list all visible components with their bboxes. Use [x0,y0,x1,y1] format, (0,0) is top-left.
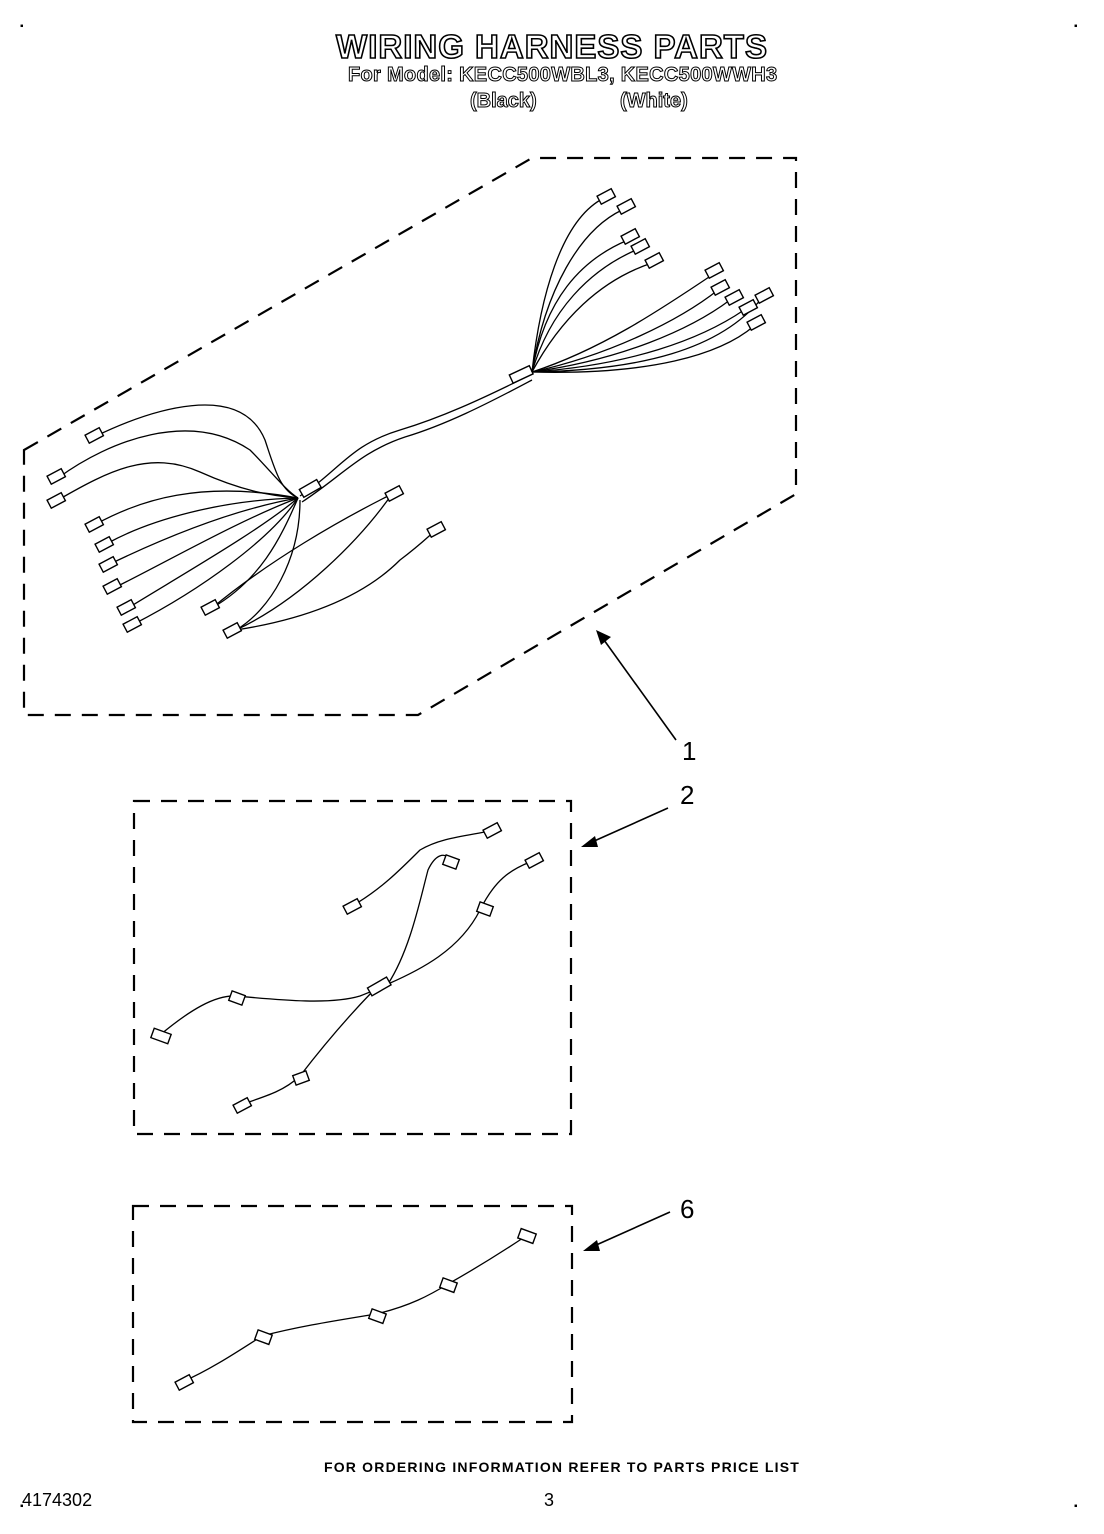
harness-part-2 [149,821,545,1115]
terminal-icon [342,897,363,916]
terminal-icon [754,286,775,305]
ordering-note: FOR ORDERING INFORMATION REFER TO PARTS … [323,1459,801,1475]
terminal-icon [98,555,119,574]
terminal-icon [102,577,123,596]
part-1-frame [22,156,798,717]
terminal-icon [516,1227,538,1245]
model-line: For Model: KECC500WBL3, KECC500WWH3 [347,64,778,87]
terminal-icon [644,251,665,270]
leader-arrow-6 [583,1211,671,1251]
terminal-icon [738,298,759,317]
terminal-icon [46,491,67,510]
part-2-frame [132,799,573,1136]
terminal-icon [200,598,221,617]
page-number: 3 [544,1490,555,1510]
terminal-icon [122,615,143,634]
terminal-icon [704,261,725,280]
callout-1: 1 [682,736,697,766]
terminal-icon [94,535,115,554]
terminal-icon [710,278,731,297]
terminal-icon [46,467,67,486]
terminal-icon [630,237,651,256]
terminal-icon [596,187,617,206]
terminal-icon [232,1096,253,1115]
callout-2: 2 [680,780,695,810]
leader-arrow-2 [581,807,669,847]
variant-white: (White) [620,90,689,113]
document-number: 4174302 [22,1490,93,1510]
terminal-icon [116,598,137,617]
harness-part-1 [46,187,775,640]
callout-6: 6 [680,1194,695,1224]
terminal-icon [616,197,637,216]
terminal-icon [524,851,545,870]
harness-sleeve [366,976,392,997]
terminal-icon [227,990,247,1006]
terminal-icon [746,313,767,332]
terminal-icon [222,621,243,640]
variant-black: (Black) [470,90,538,113]
terminal-icon [84,515,105,534]
corner-tick-icon: ▪ [20,21,24,32]
terminal-icon [482,821,503,840]
corner-tick-icon: ▪ [1074,1501,1078,1512]
terminal-icon [441,854,461,870]
page-title: WIRING HARNESS PARTS [335,27,768,66]
terminal-icon [367,1308,388,1325]
terminal-icon [253,1329,274,1346]
corner-tick-icon: ▪ [20,1501,24,1512]
terminal-icon [426,520,447,539]
terminal-icon [724,288,745,307]
terminal-icon [149,1027,173,1045]
terminal-icon [620,227,641,246]
harness-part-6 [174,1227,538,1392]
terminal-icon [438,1277,459,1294]
terminal-icon [384,484,405,503]
terminal-icon [291,1070,311,1086]
terminal-icon [475,901,495,917]
terminal-icon [174,1373,195,1392]
leader-arrow-1 [596,630,677,741]
harness-sleeve [298,478,323,499]
part-6-frame [131,1204,574,1424]
terminal-icon [84,426,105,445]
corner-tick-icon: ▪ [1074,21,1078,32]
harness-sleeve [508,364,535,385]
